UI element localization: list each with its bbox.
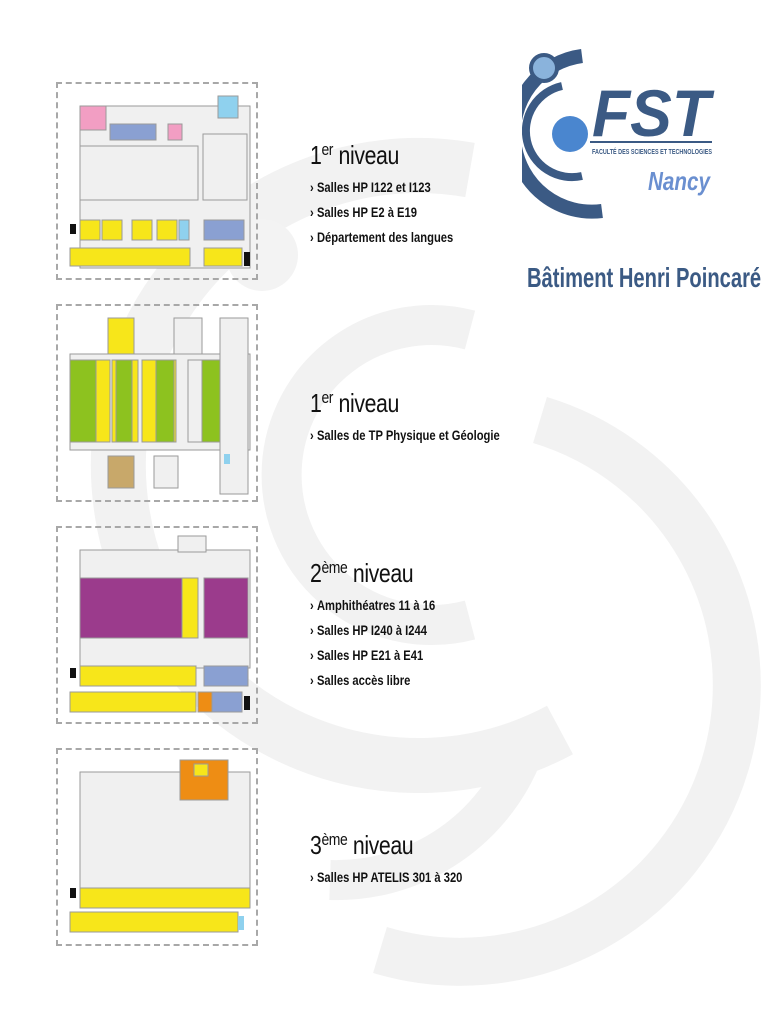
logo-text: FST bbox=[592, 76, 714, 150]
list-item: ›Département des langues bbox=[310, 229, 454, 245]
list-item: ›Salles de TP Physique et Géologie bbox=[310, 427, 500, 443]
building-name: Bâtiment Henri Poincaré bbox=[527, 262, 762, 293]
level-title: 1er niveau bbox=[310, 140, 399, 170]
floor-plan-level-1a bbox=[56, 82, 258, 280]
list-item: ›Salles HP I240 à I244 bbox=[310, 622, 427, 638]
list-item: ›Salles accès libre bbox=[310, 672, 411, 688]
level-title: 3ème niveau bbox=[310, 830, 414, 860]
list-item: ›Salles HP E21 à E41 bbox=[310, 647, 424, 663]
floor-plan-level-2 bbox=[56, 526, 258, 724]
level-title: 1er niveau bbox=[310, 388, 399, 418]
list-item: ›Salles HP I122 et I123 bbox=[310, 179, 431, 195]
floor-plan-level-1b bbox=[56, 304, 258, 502]
city-text: Nancy bbox=[648, 166, 711, 196]
level-3-legend: 3ème niveau ›Salles HP ATELIS 301 à 320 bbox=[310, 826, 550, 890]
level-1a-legend: 1er niveau ›Salles HP I122 et I123 ›Sall… bbox=[310, 136, 550, 250]
level-2-legend: 2ème niveau ›Amphithéatres 11 à 16 ›Sall… bbox=[310, 554, 550, 693]
faculty-line: FACULTÉ DES SCIENCES ET TECHNOLOGIES bbox=[592, 147, 712, 156]
level-1b-legend: 1er niveau ›Salles de TP Physique et Géo… bbox=[310, 384, 550, 448]
fst-logo: FST FACULTÉ DES SCIENCES ET TECHNOLOGIES… bbox=[522, 49, 714, 219]
floor-plan-level-3 bbox=[56, 748, 258, 946]
list-item: ›Salles HP ATELIS 301 à 320 bbox=[310, 869, 463, 885]
level-title: 2ème niveau bbox=[310, 558, 414, 588]
list-item: ›Amphithéatres 11 à 16 bbox=[310, 597, 436, 613]
list-item: ›Salles HP E2 à E19 bbox=[310, 204, 417, 220]
